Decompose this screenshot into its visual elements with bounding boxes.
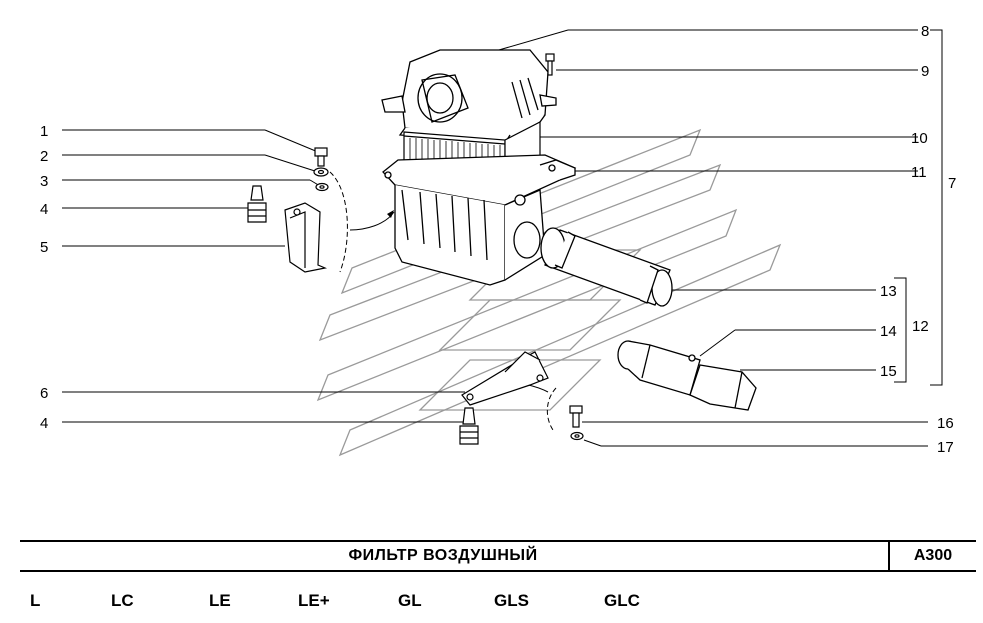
variant-gls: GLS <box>494 591 529 610</box>
leader-lines <box>62 29 943 447</box>
air-filter-housing <box>382 154 577 286</box>
callout-5: 5 <box>40 239 48 256</box>
rubber-stud-4 <box>247 185 267 223</box>
callout-1: 1 <box>40 123 48 140</box>
resonator-15 <box>689 364 757 411</box>
intake-hose-13 <box>540 227 673 307</box>
variant-glc: GLC <box>604 591 640 610</box>
resonator-14 <box>617 340 701 396</box>
callout-10: 10 <box>911 130 928 147</box>
washer-3 <box>315 182 329 192</box>
rubber-stud-4-lower <box>459 407 479 445</box>
page-title: ФИЛЬТР ВОЗДУШНЫЙ <box>348 547 538 564</box>
mounting-bracket-5 <box>284 202 328 273</box>
bolt-1 <box>314 147 328 167</box>
callout-3: 3 <box>40 173 48 190</box>
support-bracket-6 <box>461 351 549 406</box>
variant-le: LE <box>209 591 231 610</box>
variant-l: L <box>30 591 41 610</box>
bolt-9 <box>545 53 555 76</box>
title-bar: ФИЛЬТР ВОЗДУШНЫЙ A300 <box>20 540 976 572</box>
callout-6: 6 <box>40 385 48 402</box>
title-divider <box>888 540 890 572</box>
callout-8: 8 <box>921 23 929 40</box>
callout-4-lower: 4 <box>40 415 48 432</box>
callout-4: 4 <box>40 201 48 218</box>
catalog-code: A300 <box>913 547 953 564</box>
washer-17 <box>570 431 584 441</box>
callout-15: 15 <box>880 363 897 380</box>
callout-17: 17 <box>937 439 954 456</box>
variant-le-plus: LE+ <box>298 591 330 610</box>
variant-gl: GL <box>398 591 422 610</box>
callout-9: 9 <box>921 63 929 80</box>
model-variants: L LC LE LE+ GL GLS GLC <box>0 588 983 616</box>
callout-13: 13 <box>880 283 897 300</box>
callout-11: 11 <box>911 164 927 181</box>
variant-lc: LC <box>111 591 134 610</box>
air-filter-lid <box>381 49 557 144</box>
callout-12: 12 <box>912 318 929 335</box>
callout-7: 7 <box>948 175 956 192</box>
callout-16: 16 <box>937 415 954 432</box>
callout-2: 2 <box>40 148 48 165</box>
callout-14: 14 <box>880 323 897 340</box>
washer-2 <box>313 167 329 177</box>
bolt-16 <box>569 405 583 428</box>
